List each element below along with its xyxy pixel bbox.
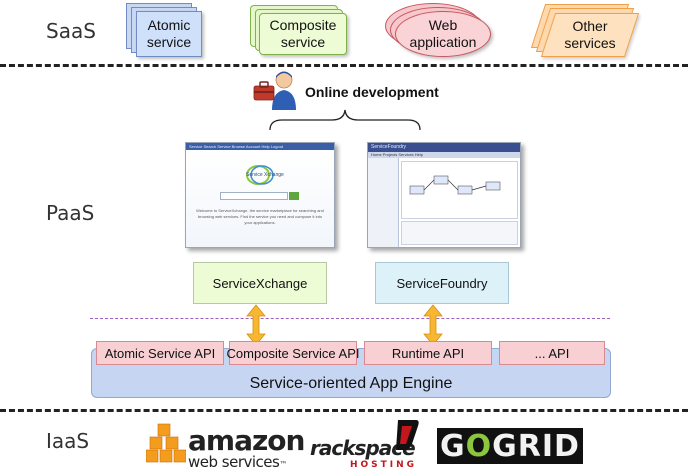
online-development-label: Online development	[305, 84, 439, 100]
servicexchange-logo-icon	[246, 165, 274, 185]
other-services-stack: Other services	[530, 4, 642, 60]
composite-service-label: Composite service	[269, 17, 337, 50]
gogrid-o: O	[465, 428, 493, 464]
servicexchange-nav-text: Service Search Service Browse Account He…	[189, 144, 284, 149]
saas-layer-label: SaaS	[46, 19, 96, 43]
composite-service-api-box: Composite Service API	[226, 341, 360, 365]
engine-label: Service-oriented App Engine	[249, 375, 453, 392]
servicefoundry-nav-bar: Home Projects Services Help	[368, 152, 520, 158]
servicexchange-box-label: ServiceXchange	[212, 275, 308, 291]
composite-service-api-label: Composite Service API	[226, 345, 360, 361]
servicexchange-nav-bar: Service Search Service Browse Account He…	[186, 143, 334, 150]
servicexchange-search-button	[289, 192, 299, 200]
rackspace-sub: HOSTING	[350, 460, 418, 470]
rackspace-flag-icon	[396, 420, 419, 450]
paas-iaas-divider	[0, 409, 688, 412]
amazon-sub: web services™	[188, 453, 287, 471]
atomic-service-card: Atomic service	[136, 11, 202, 57]
servicefoundry-workflow-graph	[409, 175, 501, 195]
tool-api-separator	[90, 318, 610, 319]
amazon-sub-text: web services	[188, 453, 280, 471]
servicexchange-double-arrow-icon	[246, 304, 266, 346]
other-api-box: ... API	[499, 341, 605, 365]
saas-paas-divider	[0, 64, 688, 67]
servicexchange-box: ServiceXchange	[193, 262, 327, 304]
servicexchange-search-field	[220, 192, 288, 200]
developer-with-toolbox-icon	[253, 71, 296, 110]
rackspace-hosting-logo: rackspace HOSTING	[310, 418, 422, 470]
iaas-layer-label: IaaS	[46, 429, 90, 453]
servicefoundry-screenshot: ServiceFoundry Home Projects Services He…	[367, 142, 521, 248]
paas-layer-label: PaaS	[46, 201, 95, 225]
servicexchange-description: Welcome to ServiceXchange, the service m…	[196, 208, 324, 225]
servicexchange-brand: Service Xchange	[246, 172, 284, 178]
atomic-service-api-label: Atomic Service API	[104, 345, 216, 361]
other-api-label: ... API	[534, 345, 570, 361]
servicexchange-screenshot: Service Search Service Browse Account He…	[185, 142, 335, 248]
amazon-web-services-logo: amazon web services™	[146, 420, 305, 472]
atomic-service-label: Atomic service	[146, 17, 192, 50]
web-application-stack: Web application	[385, 3, 495, 59]
amazon-word: amazon	[188, 424, 305, 457]
servicefoundry-title-bar: ServiceFoundry	[368, 143, 520, 152]
other-services-label: Other services	[564, 18, 616, 51]
composite-service-card: Composite service	[259, 13, 347, 55]
other-services-card: Other services	[540, 13, 640, 57]
gogrid-grid: GRID	[492, 428, 580, 464]
runtime-api-box: Runtime API	[364, 341, 492, 365]
amazon-tm: ™	[279, 460, 287, 469]
runtime-api-label: Runtime API	[391, 345, 465, 361]
servicefoundry-box: ServiceFoundry	[375, 262, 509, 304]
gogrid-g: G	[440, 428, 466, 464]
servicefoundry-property-panel	[401, 221, 518, 245]
servicefoundry-box-label: ServiceFoundry	[396, 275, 488, 291]
servicefoundry-double-arrow-icon	[423, 304, 443, 346]
atomic-service-stack: Atomic service	[126, 3, 206, 59]
servicefoundry-sidebar	[368, 158, 399, 247]
servicefoundry-title: ServiceFoundry	[371, 144, 407, 150]
atomic-service-api-box: Atomic Service API	[96, 341, 224, 365]
web-application-card: Web application	[395, 11, 491, 57]
online-development-brace	[269, 109, 421, 131]
servicefoundry-nav-text: Home Projects Services Help	[371, 152, 424, 157]
servicefoundry-canvas	[401, 161, 518, 219]
composite-service-stack: Composite service	[250, 5, 350, 57]
servicexchange-body: Service Xchange Welcome to ServiceXchang…	[186, 150, 334, 247]
amazon-cubes-icon	[146, 423, 186, 463]
web-application-label: Web application	[409, 17, 477, 50]
